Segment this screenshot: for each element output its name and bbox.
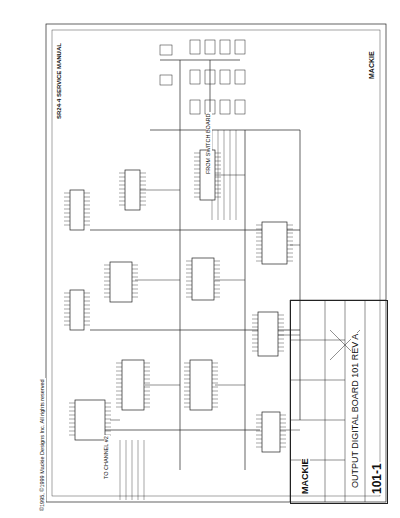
ic-pins [116,363,150,407]
title-block: MACKIE OUTPUT DIGITAL BOARD 101 REV A 101-… [290,300,388,504]
ic-body [190,360,212,410]
signal-wires [110,175,300,430]
ic-pins [256,415,286,447]
ic-body [125,170,140,210]
inner-border [52,30,380,496]
ic-body [75,400,105,440]
drawing-title: OUTPUT DIGITAL BOARD 101 REV A [351,333,360,489]
title-block-grid [290,300,386,502]
ic-pins [64,193,90,225]
ic-body [110,262,132,302]
ic-pins [104,265,138,297]
ic-pins [119,173,146,205]
ic-body [70,290,84,330]
brand-logo: MACKIE [368,50,375,80]
ic-pins [252,315,284,351]
sheet-number: 101-1 [371,462,383,495]
ic-body [262,222,287,264]
bus-wires [90,60,300,470]
ribbon-wires [212,130,236,220]
page-border [46,24,386,502]
output-wires [120,440,144,500]
ic-chips [64,150,293,452]
ic-body [192,258,214,300]
ic-body [258,312,278,356]
connector-label: FROM SWITCH BOARD [206,113,212,176]
brand-logo: MACKIE [301,458,310,496]
ic-pins [69,403,111,435]
ic-pins [186,261,220,297]
copyright-note: ©1995, ©1999 Mackie Designs Inc. All rig… [40,378,46,512]
ic-pins [256,225,293,261]
ic-body [122,360,144,410]
resistor-arrays [160,40,245,114]
manual-header: SR24·4 SERVICE MANUAL [56,42,62,120]
ic-pins [184,363,218,407]
ic-body [70,190,84,230]
connector-label: TO CHANNEL #2 [104,435,110,480]
ic-body [262,412,280,452]
ic-pins [64,293,90,325]
